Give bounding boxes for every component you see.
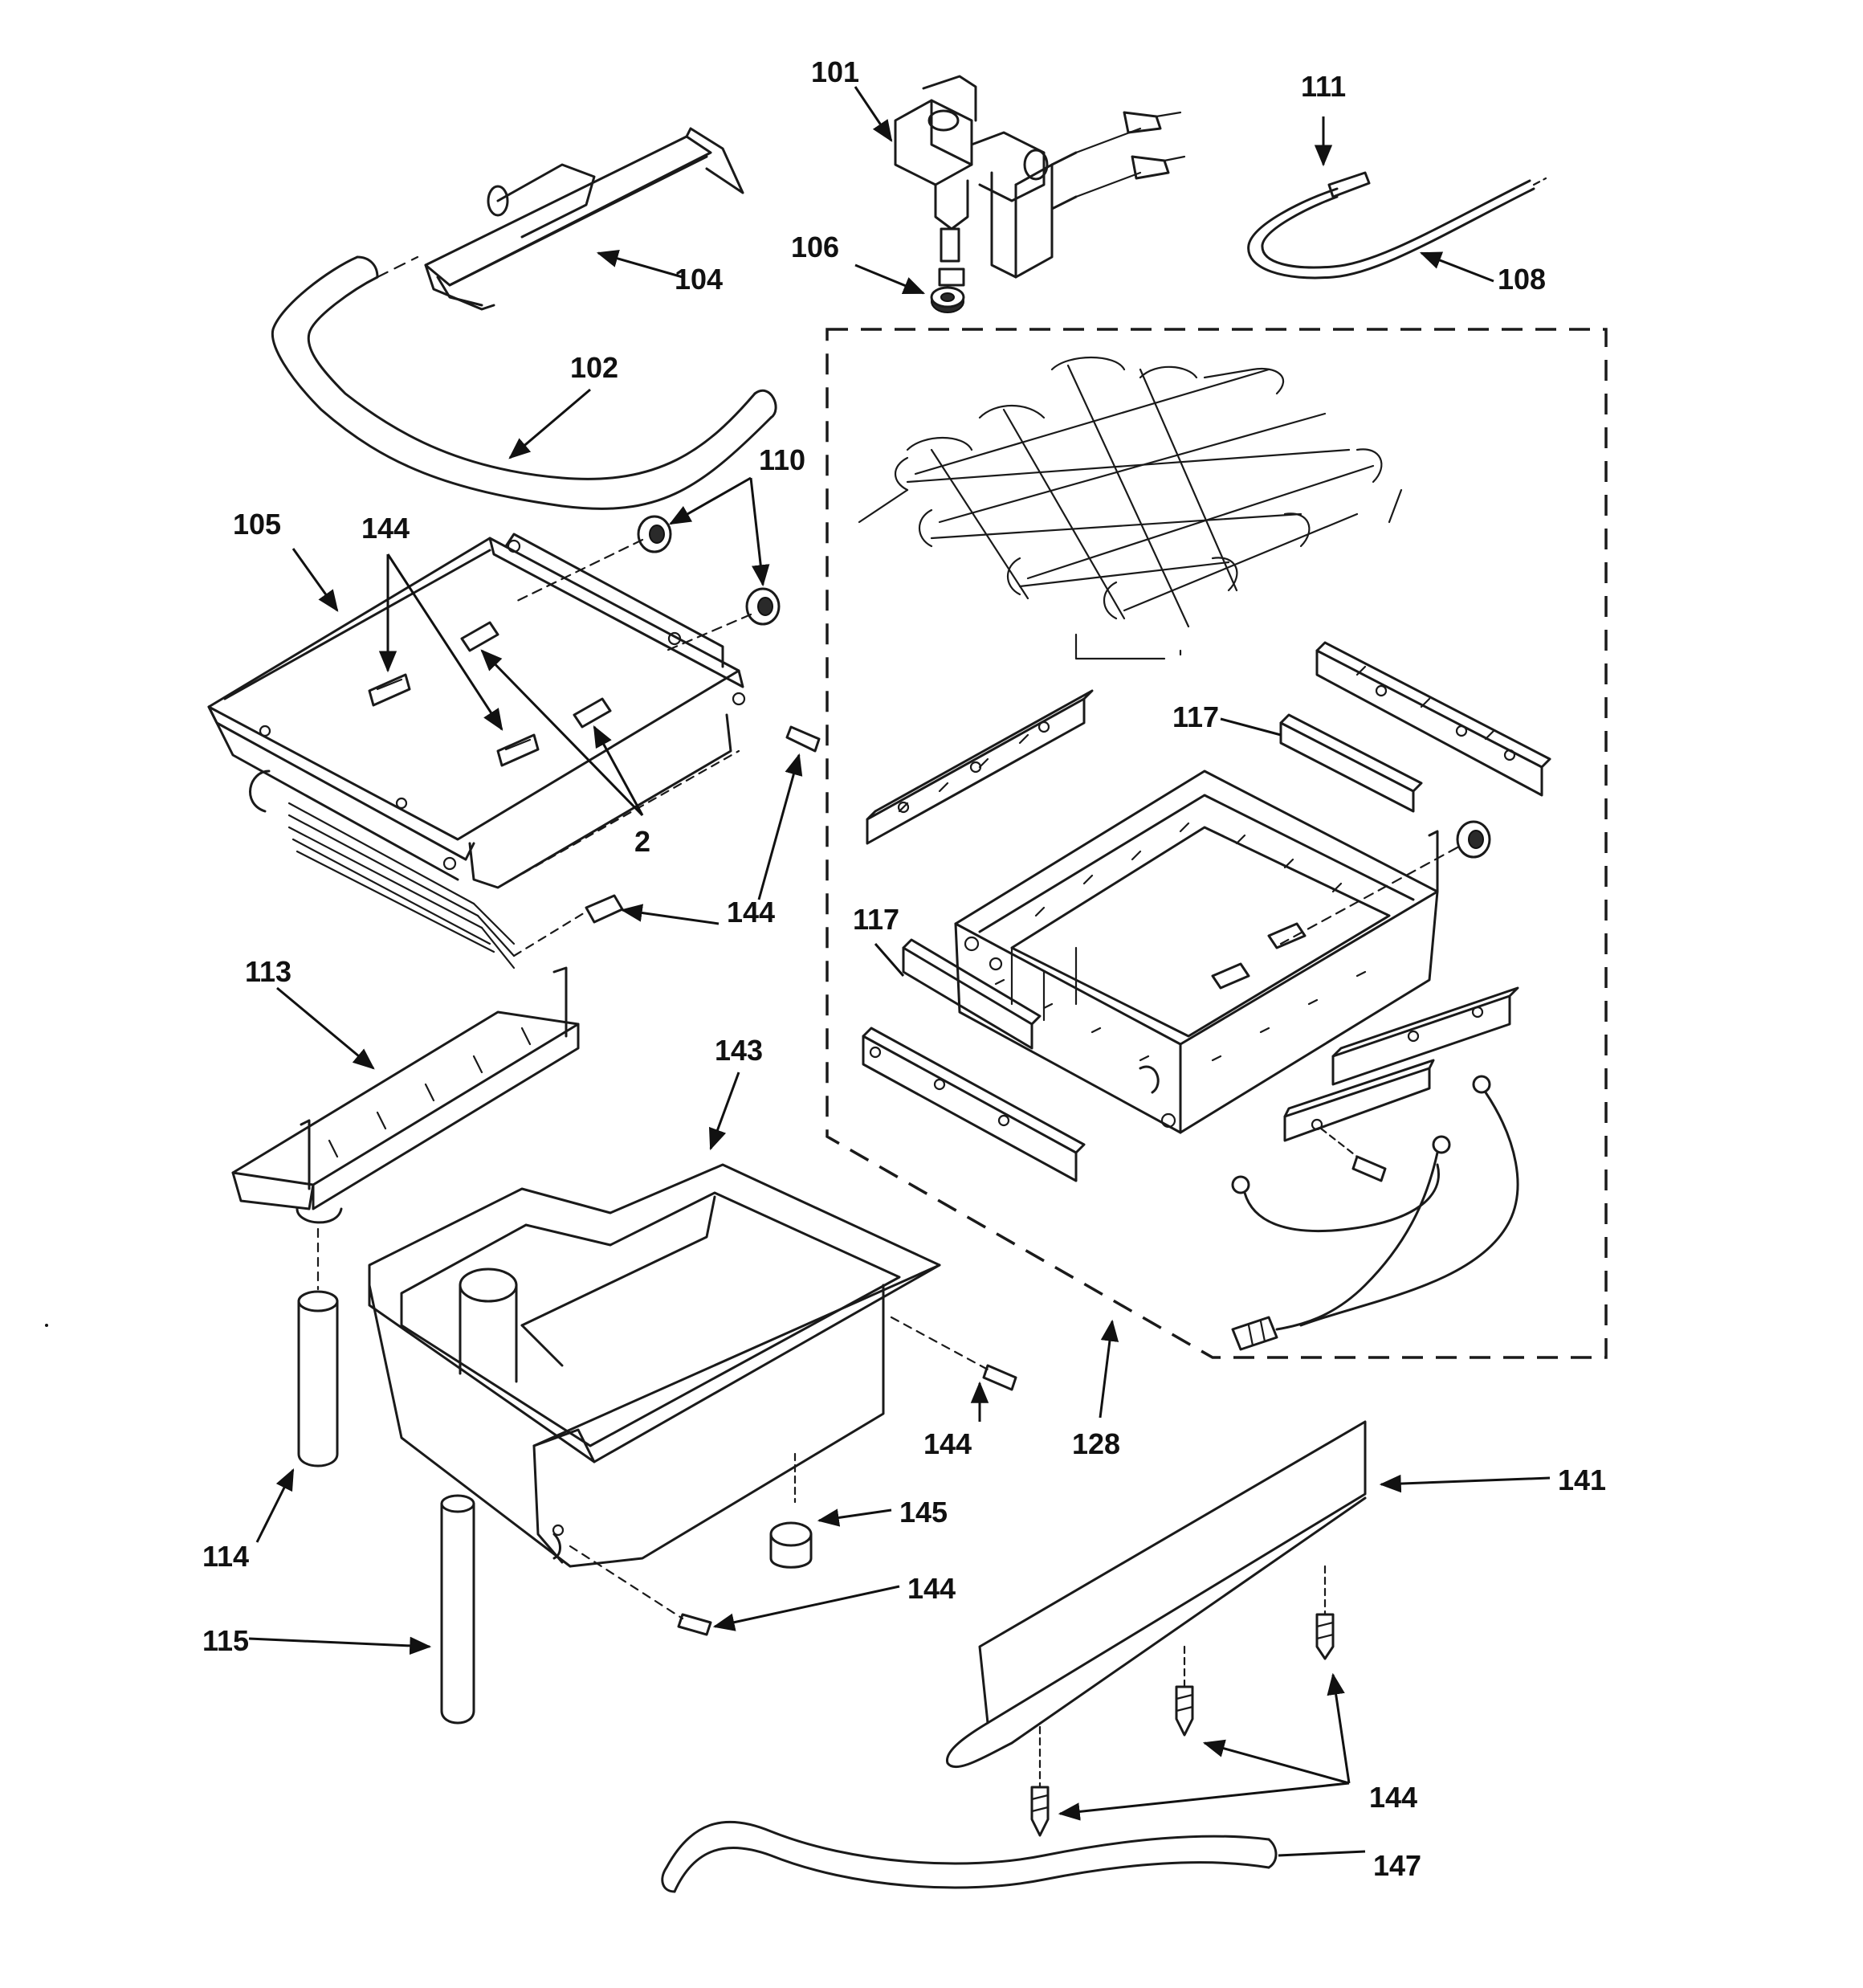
callout-2: 2 <box>634 825 650 858</box>
callout-117-bottom: 117 <box>853 903 899 936</box>
callout-143: 143 <box>715 1034 763 1067</box>
evaporator-grid <box>858 357 1403 660</box>
grommet-part-110-a <box>637 515 672 553</box>
callout-101: 101 <box>811 55 859 88</box>
rail-bracket-right <box>1315 641 1551 797</box>
rail-bracket-lower-left <box>862 1027 1086 1182</box>
screw-part-144-shield-b <box>1175 1685 1194 1737</box>
grommet-part-110-b <box>745 587 781 626</box>
hose-part-147 <box>661 1820 1278 1893</box>
water-valve-part-101 <box>894 75 1186 279</box>
screw-part-144-tray-b <box>677 1613 712 1636</box>
wire-harness <box>1231 1075 1519 1351</box>
callout-128: 128 <box>1072 1427 1120 1460</box>
tube-part-114 <box>297 1290 339 1468</box>
screw-box-a <box>1267 922 1307 949</box>
callout-111: 111 <box>1301 70 1346 103</box>
callout-104: 104 <box>675 263 723 296</box>
callout-labels: 101 106 104 102 111 108 110 105 144 2 14… <box>202 55 1606 1882</box>
foot-part-145 <box>769 1521 813 1569</box>
callout-141: 141 <box>1558 1463 1606 1496</box>
shield-part-141 <box>946 1420 1367 1789</box>
callout-144-mold: 144 <box>361 512 410 545</box>
screw-part-144-mold-a <box>368 673 411 707</box>
callout-117-top: 117 <box>1172 700 1219 733</box>
fill-cup-part-104 <box>424 127 744 311</box>
callout-115: 115 <box>202 1624 249 1657</box>
callout-144-right: 144 <box>727 896 775 929</box>
nut-part-106 <box>930 267 965 313</box>
evaporator-assembly-part-128 <box>826 328 1608 1359</box>
callout-147: 147 <box>1373 1849 1421 1882</box>
screw-part-2-a <box>460 621 499 652</box>
callout-144-tray-right: 144 <box>923 1427 972 1460</box>
callout-110: 110 <box>759 443 805 476</box>
callout-106: 106 <box>791 231 839 263</box>
screw-part-144-shield-c <box>1030 1786 1050 1837</box>
callout-102: 102 <box>570 351 618 384</box>
callout-105: 105 <box>233 508 281 541</box>
fill-tube-part-102 <box>271 255 777 510</box>
callout-114: 114 <box>202 1540 249 1573</box>
callout-144-tray-bottom: 144 <box>907 1572 956 1605</box>
thermistor-part-108 <box>1247 171 1547 280</box>
rail-bracket-lower-right <box>1331 986 1519 1086</box>
callout-144-shield: 144 <box>1369 1781 1417 1814</box>
leader-lines <box>248 86 1551 1857</box>
mold-support-part-105 <box>207 533 746 970</box>
insulation-strip-part-117-top <box>1279 713 1423 813</box>
screw-part-144-mold-c <box>785 725 821 753</box>
grommet-part-128 <box>1456 820 1491 859</box>
tube-part-115 <box>440 1494 475 1725</box>
screw-part-2-b <box>573 697 612 729</box>
screw-ground <box>1351 1155 1387 1182</box>
screw-part-144-mold-d <box>585 894 624 924</box>
stray-mark <box>45 1324 48 1327</box>
callout-145: 145 <box>899 1496 948 1529</box>
evaporator-tray <box>954 769 1439 1134</box>
screw-part-144-mold-b <box>496 733 540 767</box>
ice-stripper-part-113 <box>231 966 580 1224</box>
rail-bracket-left <box>866 689 1094 845</box>
screw-part-144-tray-a <box>982 1364 1017 1391</box>
callout-113: 113 <box>245 955 291 988</box>
insulation-strip-part-117-bottom <box>902 938 1042 1050</box>
ground-bracket <box>1283 1059 1435 1142</box>
screw-part-144-shield-a <box>1315 1613 1335 1660</box>
callout-108: 108 <box>1498 263 1546 296</box>
ice-tray-part-143 <box>368 1163 989 1620</box>
screw-box-b <box>1211 962 1250 990</box>
